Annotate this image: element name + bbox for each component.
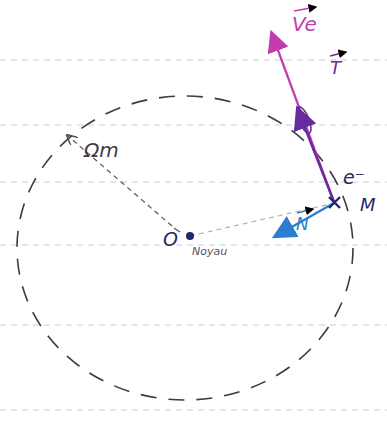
radius-line xyxy=(190,203,335,236)
vector-sign xyxy=(330,52,346,56)
radius-label: Ωm xyxy=(84,140,119,160)
vector-sign xyxy=(294,7,316,11)
notebook-lines xyxy=(0,60,387,410)
radius-line xyxy=(68,136,172,226)
point-mark xyxy=(329,197,340,208)
particle-label: e⁻ xyxy=(343,168,365,187)
vector-label: T xyxy=(330,59,341,77)
orbit-circle xyxy=(17,96,353,400)
vector-label: N xyxy=(296,216,309,233)
nucleus-dot xyxy=(186,232,194,240)
vector-label: Ve xyxy=(292,14,317,34)
normal-arrow xyxy=(276,203,334,236)
tangent-arrow xyxy=(298,110,334,202)
point-mark xyxy=(329,197,340,208)
point-label: M xyxy=(360,196,376,214)
point-label: O xyxy=(163,230,178,249)
vector-sign xyxy=(297,209,313,213)
velocity-arrow xyxy=(272,34,334,202)
tangent-mark xyxy=(294,105,314,135)
nucleus-label: Noyau xyxy=(192,246,227,257)
